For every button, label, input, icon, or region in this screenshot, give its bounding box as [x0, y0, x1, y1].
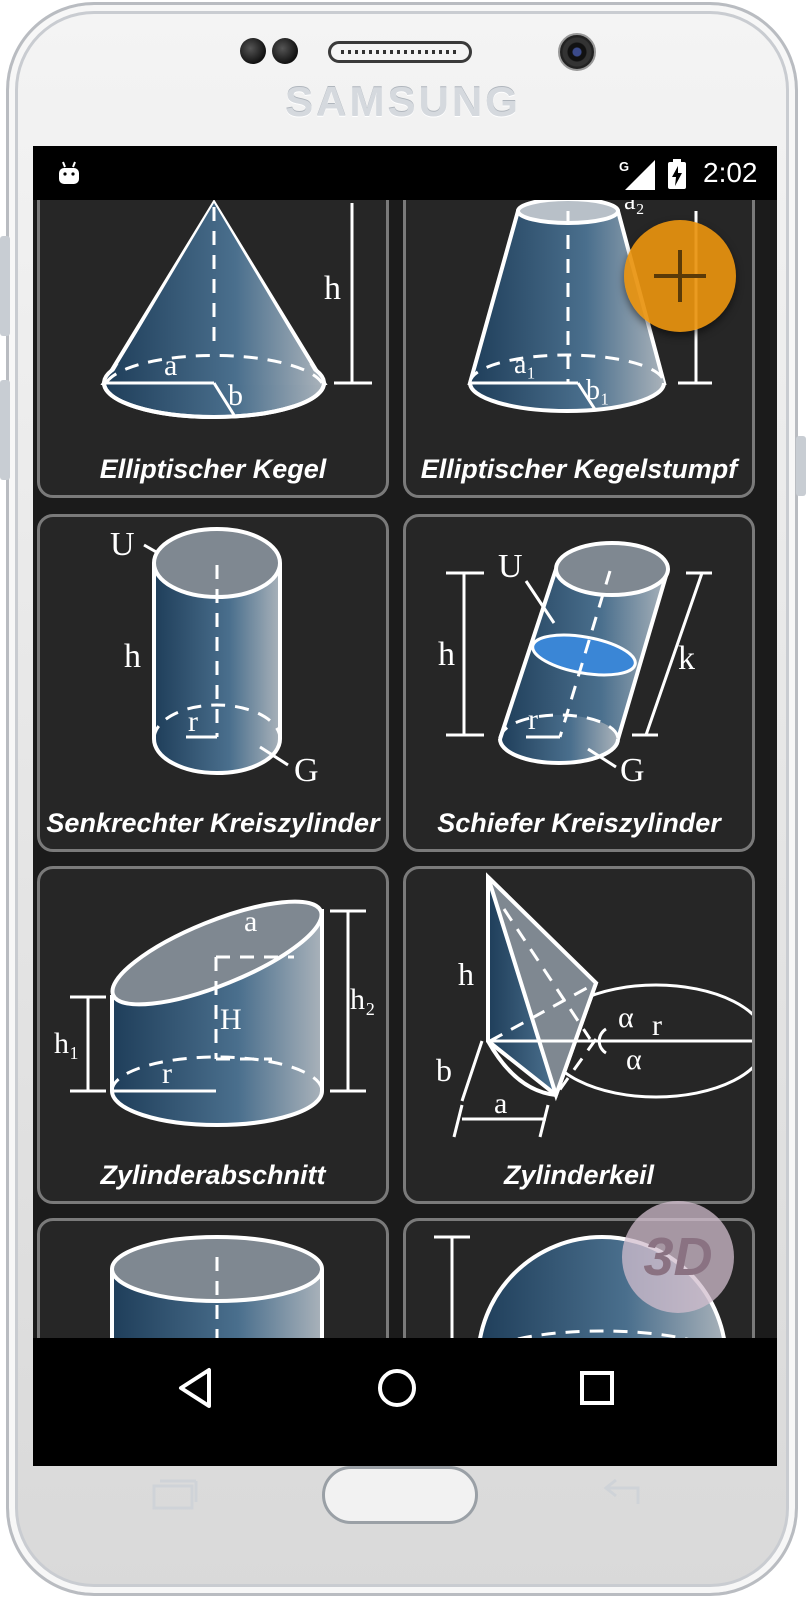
volume-down-button	[0, 380, 10, 480]
hardware-back-icon[interactable]	[598, 1476, 648, 1512]
cylinder-section-diagram: a h₂ H h₁ r	[54, 899, 375, 1127]
label-U: U	[498, 548, 523, 585]
card-title: Elliptischer Kegel	[99, 454, 327, 484]
battery-charging-icon	[668, 159, 686, 189]
back-triangle-icon[interactable]	[169, 1360, 225, 1416]
add-fab-button[interactable]	[624, 220, 736, 332]
card-zylinderabschnitt[interactable]: a h₂ H h₁ r Zylinderabschnitt	[37, 866, 389, 1204]
plus-icon	[654, 250, 706, 302]
3d-view-button[interactable]: 3D	[622, 1201, 734, 1313]
oblique-cylinder-diagram: U h k r G	[438, 541, 712, 789]
cylinder-wedge-diagram: h α r α b a	[436, 872, 752, 1138]
card-title: Senkrechter Kreiszylinder	[46, 808, 380, 838]
card-title: Zylinderabschnitt	[100, 1160, 326, 1190]
label-a: a	[494, 1087, 507, 1120]
signal-icon: G	[619, 159, 655, 190]
elliptic-cone-diagram: h a b	[100, 200, 372, 419]
card-title: Elliptischer Kegelstumpf	[420, 454, 738, 484]
navigation-bar	[33, 1338, 777, 1436]
label-h2: h₂	[350, 983, 375, 1016]
card-title: Zylinderkeil	[503, 1160, 655, 1190]
label-b: b	[228, 379, 243, 412]
front-camera	[558, 33, 596, 71]
label-h: h	[324, 270, 341, 307]
label-h: h	[124, 638, 141, 675]
label-G: G	[620, 752, 645, 789]
hardware-home-button[interactable]	[322, 1466, 478, 1524]
label-r: r	[652, 1009, 662, 1042]
label-k: k	[678, 640, 695, 677]
android-notification-icon	[59, 161, 79, 184]
label-h1: h₁	[54, 1027, 79, 1060]
label-r: r	[188, 705, 198, 738]
recents-square-icon[interactable]	[569, 1360, 625, 1416]
card-title: Schiefer Kreiszylinder	[437, 808, 721, 838]
earpiece-speaker	[328, 41, 472, 63]
hardware-recents-icon[interactable]	[150, 1476, 200, 1512]
label-r: r	[528, 703, 538, 736]
network-type: G	[619, 159, 629, 174]
card-zylinderkeil[interactable]: h α r α b a Zylinderkeil	[403, 866, 755, 1204]
label-a2: a₂	[624, 200, 645, 215]
brand-logo: SAMSUNG	[285, 78, 521, 125]
label-a1: a₁	[514, 349, 536, 380]
status-bar: G 2:02	[33, 146, 777, 200]
label-h: h	[438, 636, 455, 673]
label-alpha-upper: α	[618, 1001, 634, 1034]
proximity-sensor	[240, 38, 266, 64]
card-schiefer-kreiszylinder[interactable]: U h k r G Schiefer Kreiszylinder	[403, 514, 755, 852]
right-cylinder-diagram: U h r G	[110, 526, 319, 789]
label-a: a	[164, 349, 177, 382]
card-senkrechter-kreiszylinder[interactable]: U h r G Senkrechter Kreiszylinder	[37, 514, 389, 852]
label-U: U	[110, 526, 135, 563]
shape-grid: h a b Elliptischer Kegel	[33, 200, 777, 1370]
clock: 2:02	[703, 157, 758, 188]
home-circle-icon[interactable]	[369, 1360, 425, 1416]
card-elliptischer-kegel[interactable]: h a b Elliptischer Kegel	[37, 200, 389, 498]
label-a: a	[244, 905, 257, 938]
volume-up-button	[0, 236, 10, 336]
label-h: h	[458, 956, 474, 992]
label-H: H	[220, 1003, 242, 1036]
label-b1: b₁	[586, 375, 610, 406]
light-sensor	[272, 38, 298, 64]
screen: G 2:02	[33, 146, 777, 1466]
label-G: G	[294, 752, 319, 789]
power-button	[796, 436, 806, 496]
label-b: b	[436, 1052, 452, 1088]
label-alpha-lower: α	[626, 1043, 642, 1076]
label-r: r	[162, 1057, 172, 1090]
